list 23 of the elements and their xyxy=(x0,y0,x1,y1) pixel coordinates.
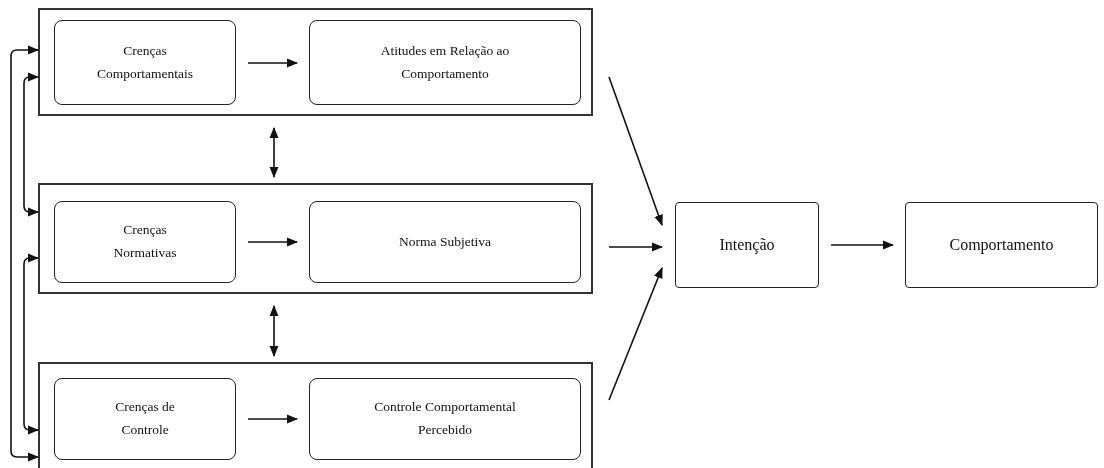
double-arrow xyxy=(10,45,40,462)
arrow xyxy=(247,237,299,247)
double-arrow xyxy=(23,72,40,217)
process-box: Atitudes em Relação ao Comportamento xyxy=(309,20,581,105)
arrow xyxy=(247,58,299,68)
process-box: Crenças de Controle xyxy=(54,378,236,460)
process-box: Crenças Normativas xyxy=(54,201,236,283)
arrow xyxy=(608,266,663,401)
process-box: Comportamento xyxy=(905,202,1098,288)
arrow xyxy=(247,414,299,424)
double-arrow xyxy=(23,253,40,435)
group-panel xyxy=(38,8,593,116)
process-box: Controle Comportamental Percebido xyxy=(309,378,581,460)
arrow xyxy=(608,76,663,227)
group-panel xyxy=(38,183,593,294)
process-box: Norma Subjetiva xyxy=(309,201,581,283)
arrow xyxy=(830,240,895,250)
process-box: Intenção xyxy=(675,202,819,288)
double-arrow xyxy=(269,304,279,358)
double-arrow xyxy=(269,126,279,179)
process-box: Crenças Comportamentais xyxy=(54,20,236,105)
group-panel xyxy=(38,362,593,468)
arrow xyxy=(608,242,664,252)
